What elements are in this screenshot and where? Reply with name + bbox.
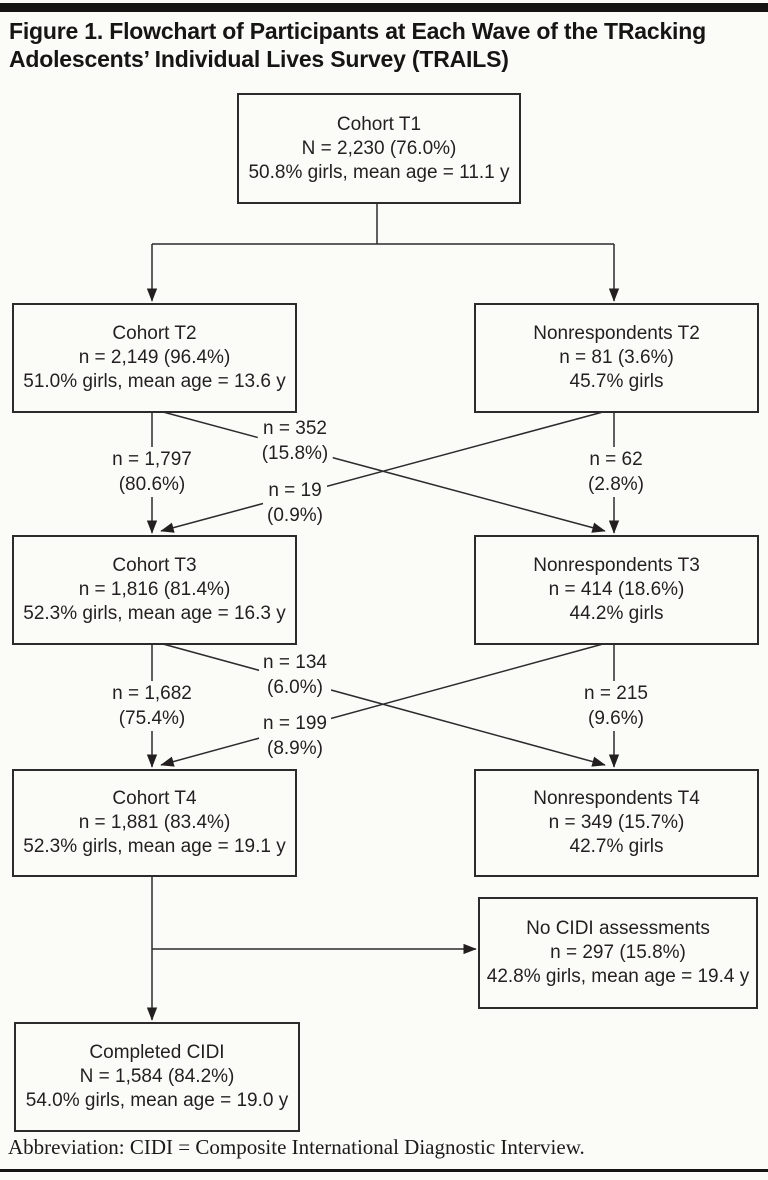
edge-label-n: n = 215 [584,683,648,704]
edge-label-pct: (8.9%) [267,738,323,759]
node-demographics: 45.7% girls [569,371,664,392]
figure-title: Figure 1. Flowchart of Participants at E… [9,17,761,73]
node-title: Nonrespondents T4 [533,788,700,809]
figure-title-line2: Adolescents’ Individual Lives Survey (TR… [9,46,509,72]
node-no-cidi-assessments: No CIDI assessments n = 297 (15.8%) 42.8… [478,897,758,1009]
node-title: No CIDI assessments [526,918,710,939]
node-count: n = 349 (15.7%) [548,812,685,833]
node-completed-cidi: Completed CIDI N = 1,584 (84.2%) 54.0% g… [14,1022,300,1132]
node-cohort-t4: Cohort T4 n = 1,881 (83.4%) 52.3% girls,… [12,769,297,877]
node-nonrespondents-t2: Nonrespondents T2 n = 81 (3.6%) 45.7% gi… [474,303,759,413]
node-demographics: 44.2% girls [569,603,664,624]
edge-label-n: n = 62 [589,449,643,470]
node-count: n = 1,816 (81.4%) [78,579,231,600]
node-cohort-t3: Cohort T3 n = 1,816 (81.4%) 52.3% girls,… [12,535,297,645]
node-nonrespondents-t4: Nonrespondents T4 n = 349 (15.7%) 42.7% … [474,769,759,877]
edge-label-pct: (75.4%) [118,708,186,729]
top-rule [0,3,768,12]
node-title: Cohort T4 [112,788,197,809]
node-demographics: 50.8% girls, mean age = 11.1 y [248,161,510,183]
node-demographics: 54.0% girls, mean age = 19.0 y [25,1090,289,1111]
node-nonrespondents-t3: Nonrespondents T3 n = 414 (18.6%) 44.2% … [474,535,759,645]
node-title: Cohort T2 [112,323,197,344]
node-cohort-t2: Cohort T2 n = 2,149 (96.4%) 51.0% girls,… [12,303,297,413]
bottom-rule [0,1169,768,1172]
edge-label-nr2-to-nr3: n = 62 (2.8%) [584,447,648,497]
edge-label-pct: (0.9%) [267,505,323,526]
node-count: n = 1,881 (83.4%) [78,812,231,833]
edge-label-pct: (15.8%) [261,443,329,464]
edge-label-n: n = 134 [263,652,327,673]
node-demographics: 51.0% girls, mean age = 13.6 y [23,371,286,392]
edge-label-pct: (9.6%) [588,708,644,729]
node-demographics: 52.3% girls, mean age = 19.1 y [23,836,286,857]
node-title: Completed CIDI [89,1042,225,1063]
node-title: Cohort T1 [336,113,422,135]
node-title: Cohort T3 [112,555,197,576]
edge-label-n: n = 1,797 [112,449,192,470]
node-demographics: 42.8% girls, mean age = 19.4 y [486,966,750,987]
arrow-t2-to-nr3 [151,408,606,533]
node-demographics: 42.7% girls [569,836,664,857]
node-demographics: 52.3% girls, mean age = 16.3 y [23,603,286,624]
edge-label-n: n = 199 [263,713,327,734]
edge-label-t3-to-t4: n = 1,682 (75.4%) [108,681,196,731]
arrow-t3-to-nr4 [151,640,606,767]
node-count: N = 2,230 (76.0%) [301,137,457,159]
figure-title-line1: Figure 1. Flowchart of Participants at E… [9,18,706,44]
edge-label-t2-to-nr3: n = 352 (15.8%) [257,416,333,466]
abbreviation-note: Abbreviation: CIDI = Composite Internati… [8,1135,585,1159]
edge-label-n: n = 352 [263,418,327,439]
edge-label-nr3-to-nr4: n = 215 (9.6%) [580,681,652,731]
arrow-nr2-to-t3 [160,408,615,533]
edge-label-n: n = 1,682 [112,683,192,704]
node-count: n = 414 (18.6%) [548,579,685,600]
edge-label-pct: (2.8%) [588,474,644,495]
node-count: N = 1,584 (84.2%) [79,1066,235,1087]
node-cohort-t1: Cohort T1 N = 2,230 (76.0%) 50.8% girls,… [237,93,521,204]
node-title: Nonrespondents T2 [533,323,700,344]
node-count: n = 2,149 (96.4%) [78,347,231,368]
edge-label-pct: (6.0%) [267,677,323,698]
edge-label-nr2-to-t3: n = 19 (0.9%) [263,478,327,528]
edge-label-pct: (80.6%) [118,474,186,495]
node-count: n = 81 (3.6%) [559,347,674,368]
arrow-nr3-to-t4 [160,640,615,767]
node-title: Nonrespondents T3 [533,555,700,576]
node-count: n = 297 (15.8%) [550,942,686,963]
edge-label-t3-to-nr4: n = 134 (6.0%) [259,650,331,700]
edge-label-t2-to-t3: n = 1,797 (80.6%) [108,447,196,497]
edge-label-n: n = 19 [268,480,322,501]
edge-label-nr3-to-t4: n = 199 (8.9%) [259,711,331,761]
